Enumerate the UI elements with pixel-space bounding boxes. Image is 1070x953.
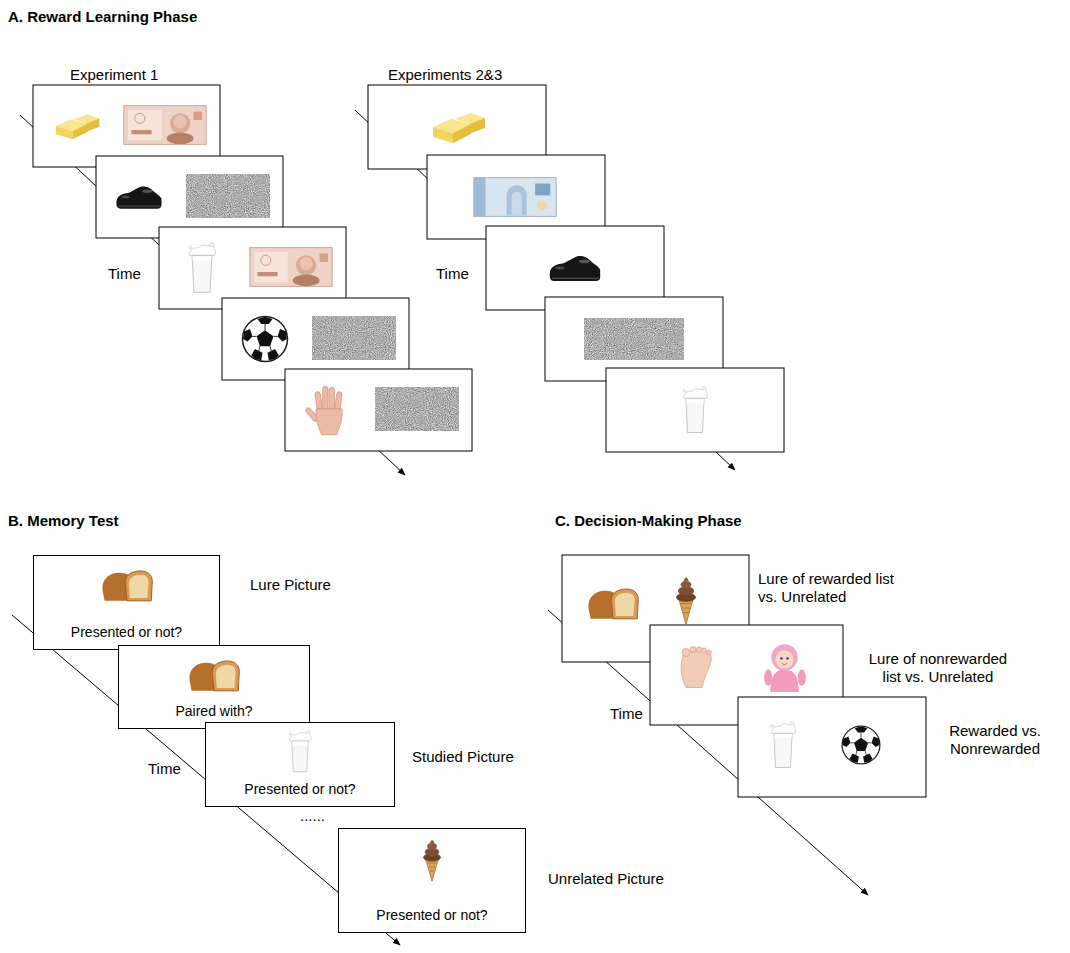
panel-heading: C. Decision-Making Phase [555,512,742,530]
time-label: Time [610,705,643,723]
trial-screen [33,85,220,167]
trial-type-label: Rewarded vs. Nonrewarded [935,722,1055,758]
trial-screen [159,227,346,309]
trial-type-label: Studied Picture [412,748,514,766]
time-label: Time [148,760,181,778]
time-label: Time [108,265,141,283]
choice-screen [738,697,926,797]
trial-type-label: Lure of nonrewarded list vs. Unrelated [858,650,1018,686]
question-text: Presented or not? [376,907,487,924]
trial-type-label: Lure Picture [250,576,331,594]
trial-screen [222,298,409,380]
test-screen: Presented or not? [33,555,220,650]
test-screen: Paired with? [118,645,310,729]
panel-heading: B. Memory Test [8,512,119,530]
panel-heading: A. Reward Learning Phase [8,8,197,26]
trial-type-label: Unrelated Picture [548,870,664,888]
condition-label: Experiments 2&3 [388,66,502,84]
trial-screen [96,156,283,238]
test-screen: Presented or not? [338,828,526,933]
milk-picture [285,729,315,774]
question-text: Presented or not? [71,624,182,641]
trial-type-label: Lure of rewarded list vs. Unrelated [758,570,898,606]
bread-picture [186,652,242,697]
trial-screen [285,369,472,451]
time-label: Time [436,265,469,283]
condition-label: Experiment 1 [70,66,158,84]
bread-picture [99,562,155,607]
ellipsis-label: ...... [300,807,325,825]
question-text: Paired with? [175,703,252,720]
trial-screen [606,368,784,452]
icecream-picture [416,835,448,883]
test-screen: Presented or not? [205,722,395,807]
question-text: Presented or not? [244,781,355,798]
